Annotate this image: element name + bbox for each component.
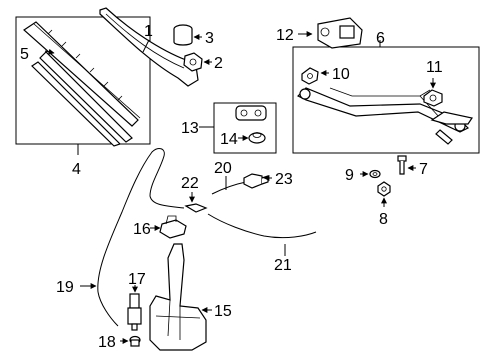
callout-1: 1 <box>144 23 153 40</box>
washer-hose-upper <box>211 181 247 195</box>
wiper-linkage <box>296 87 473 145</box>
washer-pump <box>127 293 142 331</box>
callout-16: 16 <box>133 221 151 238</box>
bolt <box>397 155 407 175</box>
wiper-motor <box>317 17 363 49</box>
callout-11: 11 <box>426 59 443 76</box>
callout-21: 21 <box>274 257 292 274</box>
callout-12: 12 <box>276 27 294 44</box>
callout-23: 23 <box>275 171 293 188</box>
blade-group-box <box>15 16 151 145</box>
callout-4: 4 <box>72 161 81 178</box>
hose-connector <box>243 173 269 189</box>
callout-3: 3 <box>205 30 214 47</box>
callout-14: 14 <box>220 131 238 148</box>
pump-grommet <box>129 335 141 347</box>
callout-10: 10 <box>332 66 350 83</box>
callout-13: 13 <box>181 120 199 137</box>
arm-nut <box>183 52 203 72</box>
washer <box>369 169 381 179</box>
callout-18: 18 <box>98 334 116 351</box>
washer-reservoir <box>149 243 207 351</box>
callout-2: 2 <box>214 55 223 72</box>
grommet <box>248 132 266 144</box>
arm-cap <box>173 24 193 46</box>
grommet-group-box <box>213 102 277 154</box>
callout-19: 19 <box>56 279 74 296</box>
callout-7: 7 <box>419 161 428 178</box>
wiper-arm <box>99 7 199 87</box>
pivot-cap <box>301 67 319 85</box>
callout-22: 22 <box>181 175 199 192</box>
nut <box>377 181 391 197</box>
linkage-group-box <box>292 46 480 154</box>
reservoir-cap <box>159 215 187 239</box>
pivot-nut <box>423 89 443 107</box>
washer-hose-lower <box>207 213 317 239</box>
callout-8: 8 <box>379 211 388 228</box>
hose-clip <box>184 203 208 213</box>
callout-15: 15 <box>214 303 232 320</box>
callout-9: 9 <box>345 167 354 184</box>
leader-5 <box>44 48 55 55</box>
callout-5: 5 <box>20 46 29 63</box>
wiper-blade-assembly <box>23 21 141 147</box>
grommet-plate <box>235 105 267 121</box>
washer-hose-main <box>97 148 185 327</box>
callout-6: 6 <box>376 30 385 47</box>
callout-17: 17 <box>128 271 146 288</box>
leader-1 <box>142 39 150 53</box>
callout-20: 20 <box>214 160 232 177</box>
